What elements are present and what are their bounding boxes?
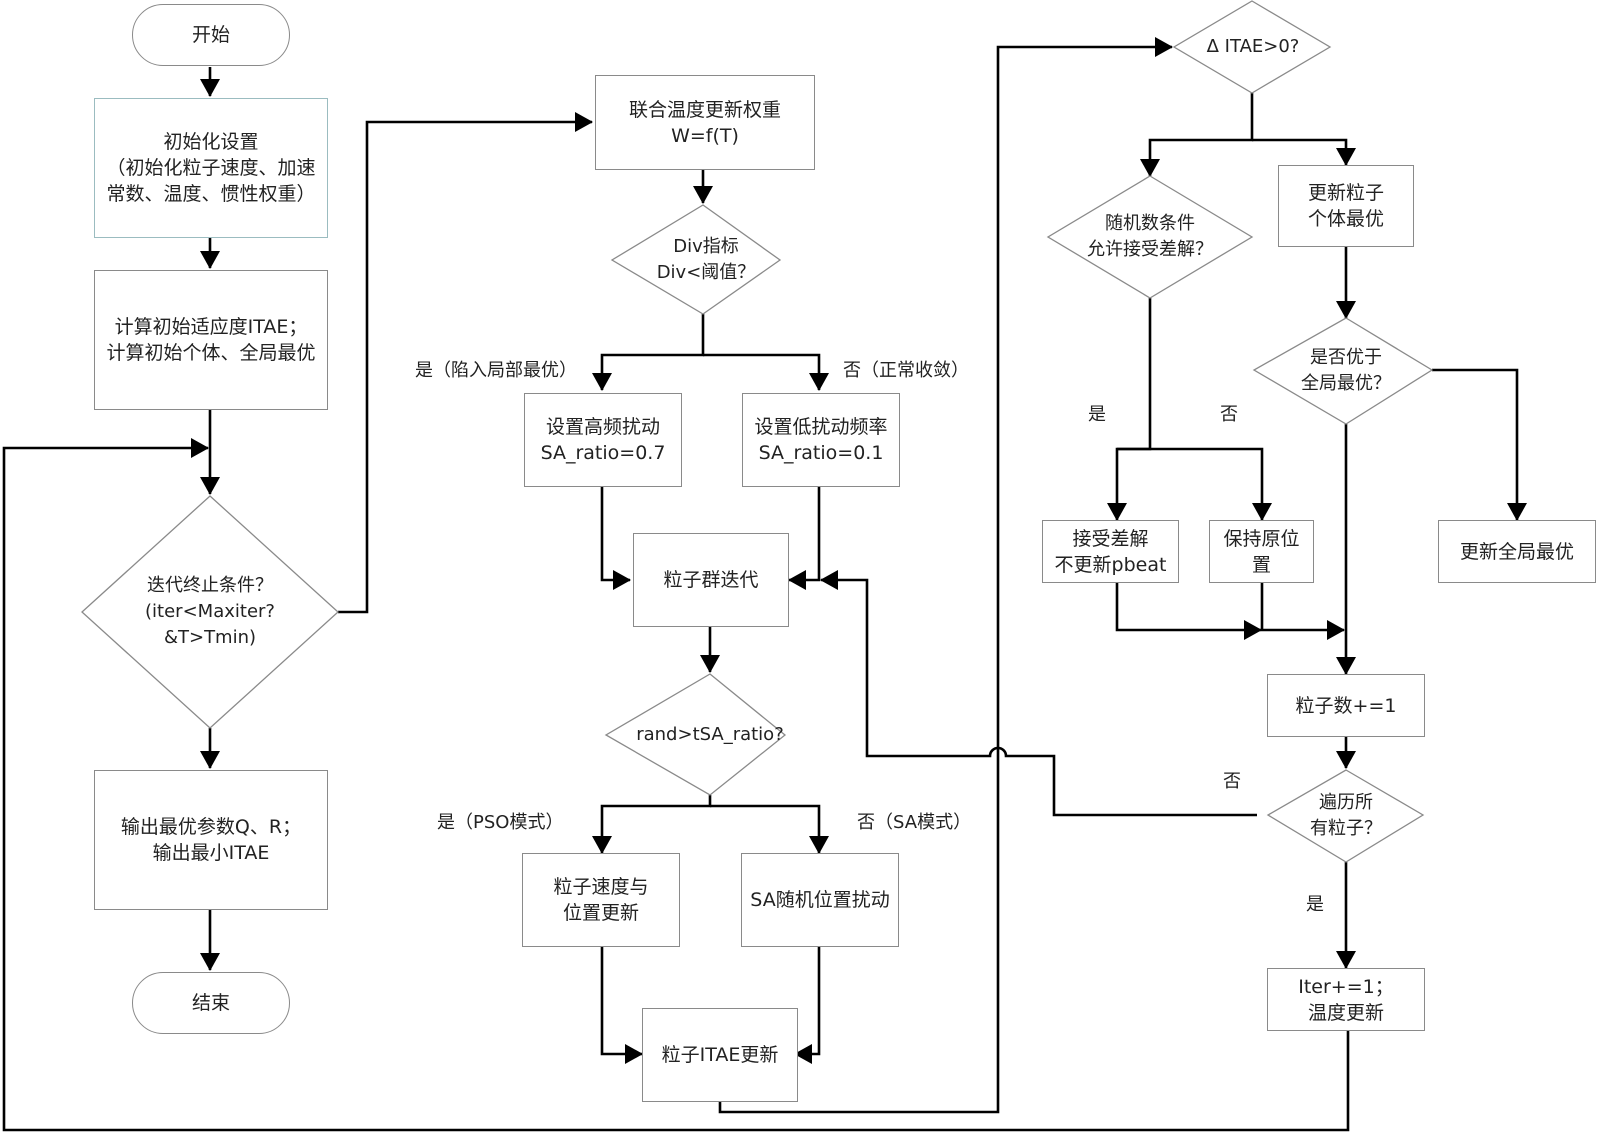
div-no-label: 否（正常收敛） (843, 360, 969, 381)
swarm-iter-box: 粒子群迭代 (633, 533, 789, 627)
global-check-label: 是否优于 全局最优？ (1301, 347, 1391, 394)
rand-check-label: rand>tSA_ratio? (636, 724, 784, 745)
edge-rand-branch (592, 795, 712, 854)
edge-div-branch (592, 313, 705, 391)
particle-inc-label: 粒子数+=1 (1295, 694, 1397, 717)
itae-update-label: 粒子ITAE更新 (661, 1044, 779, 1066)
end-label: 结束 (191, 992, 230, 1014)
edge-high-swarm (600, 485, 631, 590)
accept-check-text: 随机数条件 允许接受差解？ (1076, 210, 1224, 264)
rand-yes-label: 是（PSO模式） (437, 812, 564, 833)
edge-sa-itae (794, 946, 821, 1064)
delta-check-label: Δ ITAE>0? (1206, 36, 1300, 57)
all-check-text: 遍历所 有粒子？ (1296, 789, 1396, 843)
accept-no-label: 否 (1220, 404, 1238, 425)
sa-perturb-label: SA随机位置扰动 (750, 889, 890, 911)
output-box: 输出最优参数Q、R； 输出最小ITAE (94, 770, 328, 910)
div-check-text: Div指标 Div<阈值？ (650, 232, 762, 288)
edge-return-swarm (820, 570, 1257, 817)
accept-worse-box: 接受差解 不更新pbeat (1042, 520, 1179, 583)
calc-init-box: 计算初始适应度ITAE； 计算初始个体、全局最优 (94, 270, 328, 410)
update-pbest-box: 更新粒子 个体最优 (1278, 165, 1414, 247)
edge-itae-delta (718, 37, 1173, 1114)
edge-div-no (703, 353, 829, 391)
decision-global-check (1252, 317, 1434, 425)
rand-check-text: rand>tSA_ratio? (615, 720, 805, 750)
calc-init-label: 计算初始适应度ITAE； 计算初始个体、全局最优 (106, 316, 316, 364)
decision-rand-check (604, 673, 787, 796)
init-label: 初始化设置 （初始化粒子速度、加速 常数、温度、惯性权重） (106, 131, 316, 205)
itae-update-box: 粒子ITAE更新 (642, 1008, 798, 1102)
init-box: 初始化设置 （初始化粒子速度、加速 常数、温度、惯性权重） (94, 98, 328, 238)
decision-accept-check (1046, 175, 1254, 299)
iter-check-label: 迭代终止条件？ (iter<Maxiter? &T>Tmin) (145, 575, 275, 648)
edge-keep-merge (1260, 582, 1345, 640)
start-terminal: 开始 (132, 4, 290, 66)
weight-update-label: 联合温度更新权重 W=f(T) (628, 98, 781, 147)
decision-all-check (1266, 769, 1425, 863)
edge-delta-branch (1140, 93, 1254, 177)
edge-worse-merge (1115, 582, 1262, 640)
edge-iter-weight (338, 112, 593, 614)
low-perturb-label: 设置低扰动频率 SA_ratio=0.1 (754, 416, 888, 464)
all-check-label: 遍历所 有粒子？ (1310, 792, 1382, 839)
all-yes-label: 是 (1306, 894, 1324, 915)
edge-accept-branch (1107, 298, 1152, 521)
accept-yes-label: 是 (1088, 404, 1106, 425)
weight-update-box: 联合温度更新权重 W=f(T) (595, 75, 815, 170)
edge-rand-no (710, 804, 829, 854)
keep-pos-label: 保持原位 置 (1223, 527, 1300, 576)
iter-inc-label: Iter+=1； 温度更新 (1298, 975, 1394, 1024)
global-check-text: 是否优于 全局最优？ (1290, 344, 1402, 398)
edge-pso-itae (600, 946, 643, 1064)
iter-check-text: 迭代终止条件？ (iter<Maxiter? &T>Tmin) (112, 570, 308, 654)
end-terminal: 结束 (132, 972, 290, 1034)
edge-global-gbest (1432, 368, 1527, 521)
accept-worse-label: 接受差解 不更新pbeat (1054, 527, 1167, 576)
high-perturb-label: 设置高频扰动 SA_ratio=0.7 (540, 416, 666, 464)
update-pbest-label: 更新粒子 个体最优 (1307, 182, 1384, 230)
swarm-iter-label: 粒子群迭代 (663, 569, 759, 591)
sa-perturb-box: SA随机位置扰动 (741, 853, 899, 947)
low-perturb-box: 设置低扰动频率 SA_ratio=0.1 (742, 393, 900, 487)
decision-iter-check (81, 495, 339, 729)
update-gbest-label: 更新全局最优 (1459, 540, 1574, 563)
edge-delta-yes (1252, 138, 1356, 166)
decision-div-check (610, 204, 782, 315)
high-perturb-box: 设置高频扰动 SA_ratio=0.7 (524, 393, 682, 487)
decision-delta-check (1172, 0, 1332, 94)
edge-accept-no (1117, 447, 1272, 521)
div-check-label: Div指标 Div<阈值？ (656, 236, 756, 283)
output-label: 输出最优参数Q、R； 输出最小ITAE (120, 816, 302, 864)
keep-pos-box: 保持原位 置 (1209, 520, 1314, 583)
iter-inc-box: Iter+=1； 温度更新 (1267, 968, 1425, 1031)
edge-loop-back (2, 438, 1350, 1132)
rand-no-label: 否（SA模式） (857, 812, 972, 833)
pso-update-box: 粒子速度与 位置更新 (522, 853, 680, 947)
div-yes-label: 是（陷入局部最优） (415, 360, 577, 381)
update-gbest-box: 更新全局最优 (1438, 520, 1596, 583)
pso-update-label: 粒子速度与 位置更新 (553, 876, 649, 924)
edge-low-swarm (788, 485, 821, 590)
accept-check-label: 随机数条件 允许接受差解？ (1087, 213, 1213, 260)
start-label: 开始 (191, 24, 230, 46)
delta-check-text: Δ ITAE>0? (1195, 32, 1311, 62)
particle-inc-box: 粒子数+=1 (1267, 674, 1425, 737)
all-no-label: 否 (1223, 771, 1241, 792)
